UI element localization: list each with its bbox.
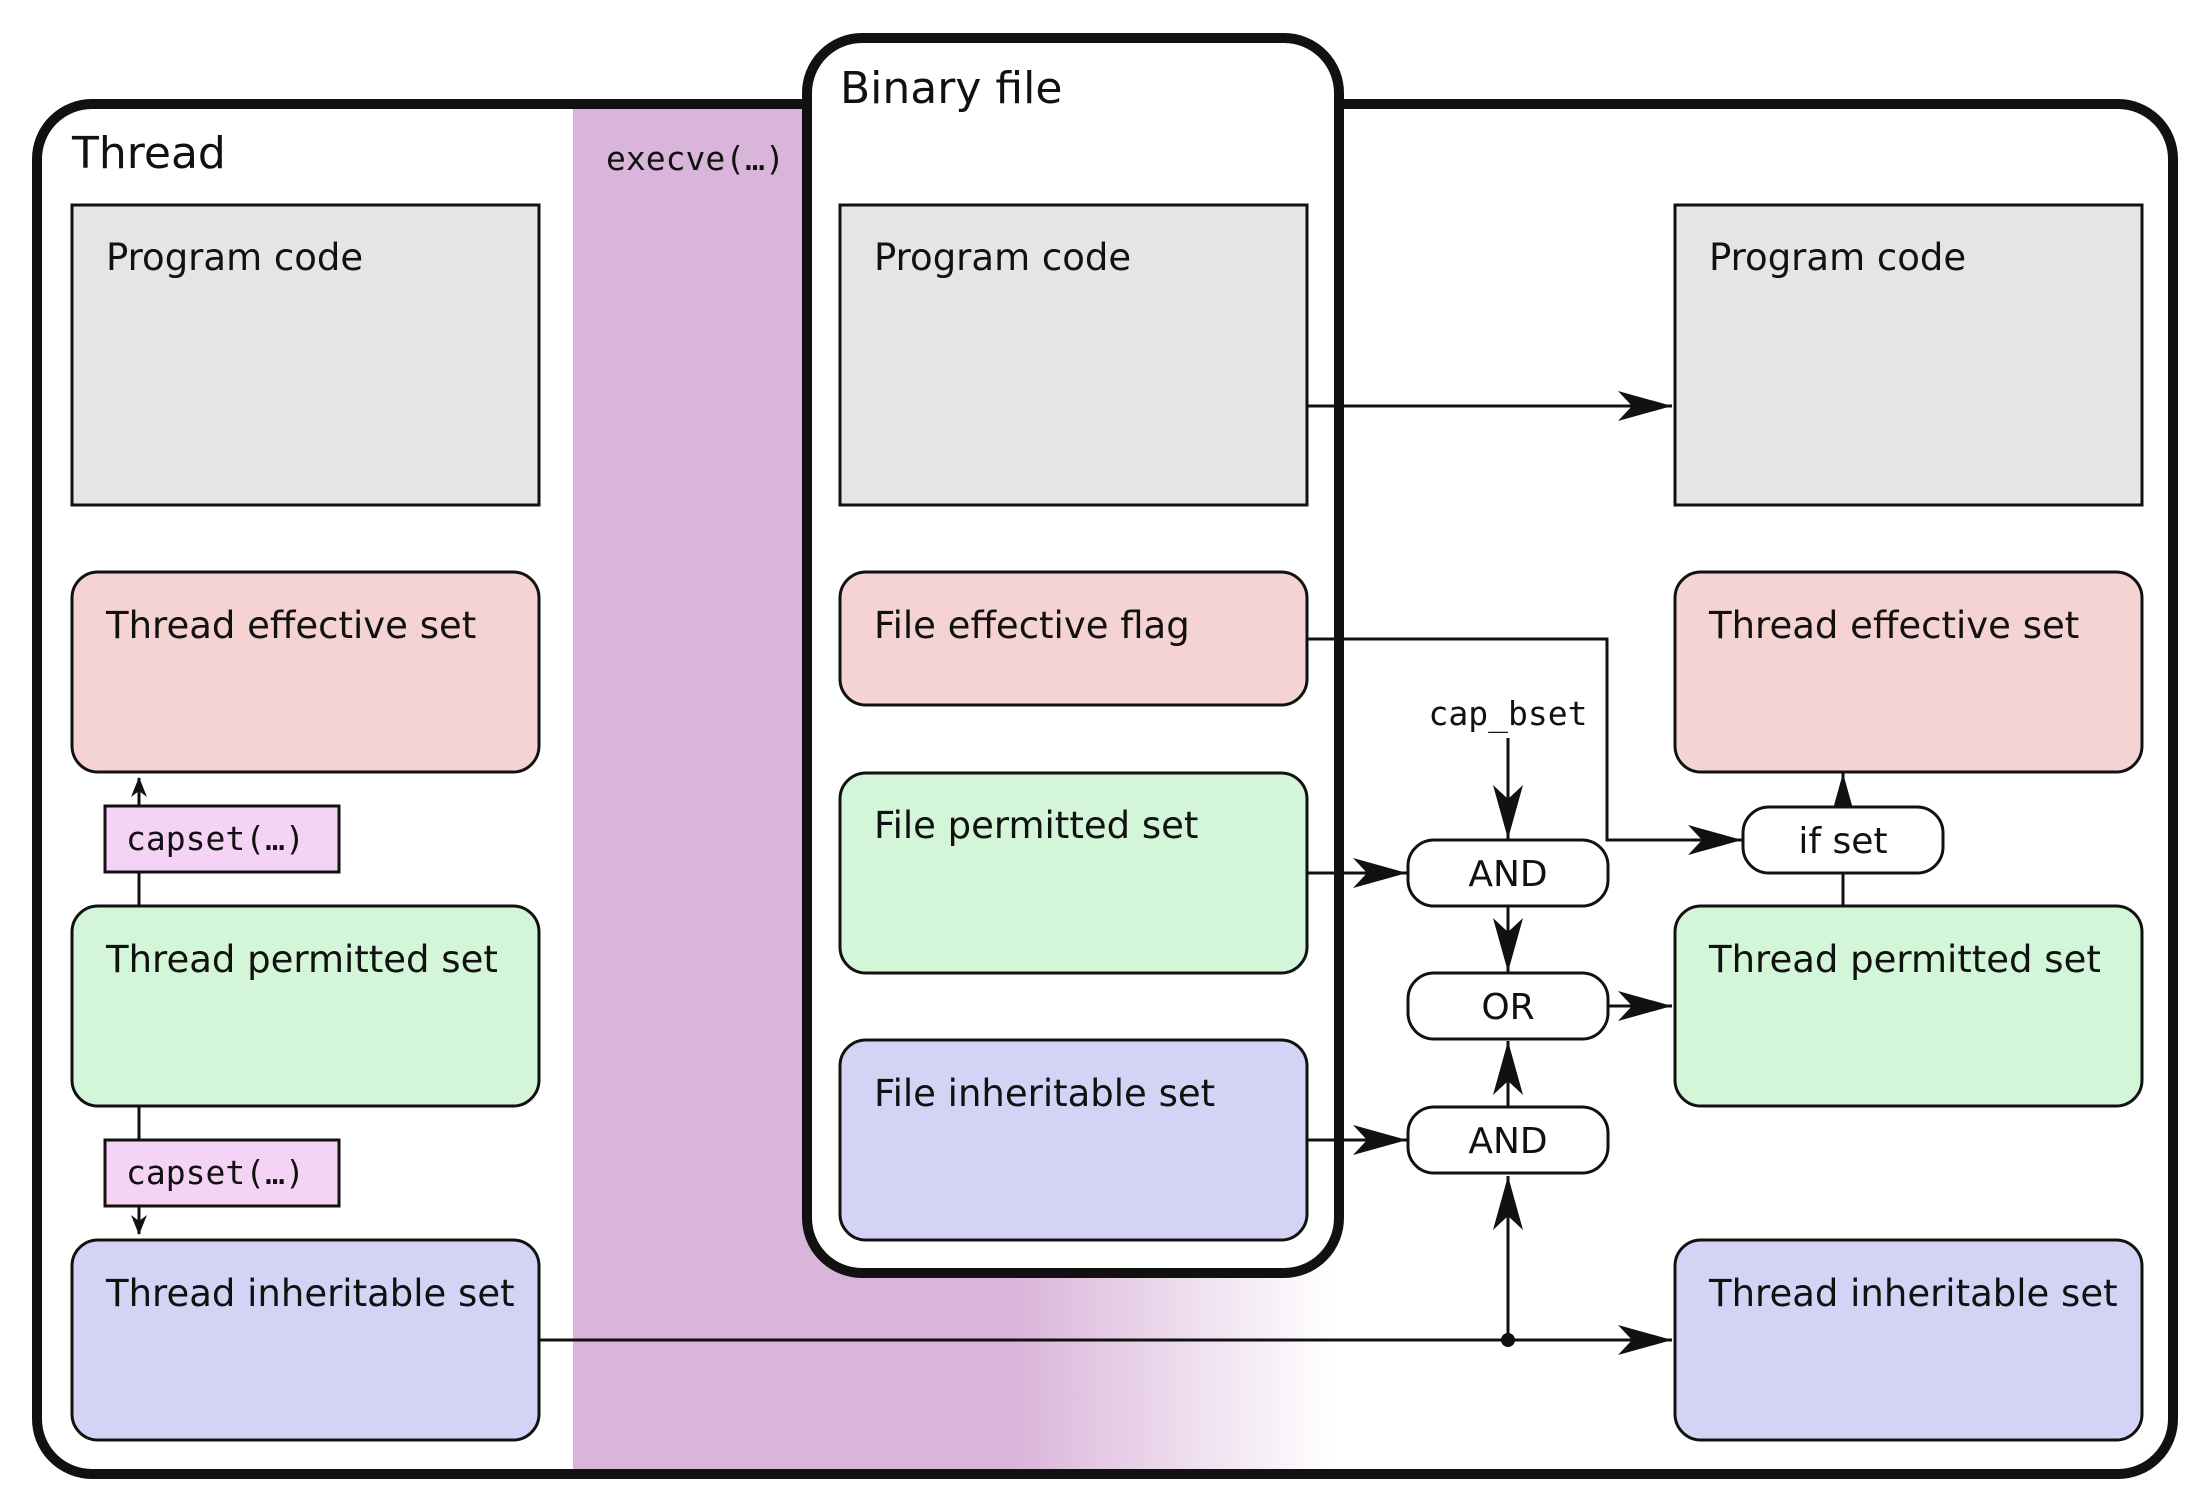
if-set-node: if set	[1741, 805, 1945, 875]
file-program-code-box: Program code	[838, 203, 1309, 507]
thread-program-code-box: Program code	[70, 203, 541, 507]
thread-effective-set-box: Thread effective set	[70, 570, 541, 774]
file-effective-flag-label: File effective flag	[874, 604, 1190, 647]
execve-label: execve(…)	[606, 139, 785, 178]
file-effective-flag-box: File effective flag	[838, 570, 1309, 707]
result-permitted-set-box: Thread permitted set	[1673, 904, 2144, 1108]
result-program-code-box: Program code	[1673, 203, 2144, 507]
cap-bset-label: cap_bset	[1429, 694, 1588, 734]
capset-upper-label: capset(…)	[126, 819, 305, 858]
and-upper-node: AND	[1406, 838, 1610, 908]
result-permitted-set-label: Thread permitted set	[1708, 938, 2101, 981]
thread-effective-set-label: Thread effective set	[105, 604, 476, 647]
file-inheritable-set-label: File inheritable set	[874, 1072, 1215, 1115]
or-node: OR	[1406, 971, 1610, 1041]
file-program-code-label: Program code	[874, 236, 1131, 279]
result-effective-set-box: Thread effective set	[1673, 570, 2144, 774]
result-program-code-label: Program code	[1709, 236, 1966, 279]
or-label: OR	[1481, 987, 1534, 1028]
and-lower-label: AND	[1468, 1121, 1547, 1162]
file-inheritable-set-box: File inheritable set	[838, 1038, 1309, 1242]
thread-inheritable-set-label: Thread inheritable set	[105, 1272, 515, 1315]
if-set-label: if set	[1798, 821, 1887, 862]
effective-flag-arrow	[1307, 637, 1742, 855]
binary-file-title: Binary file	[840, 63, 1062, 114]
file-permitted-set-box: File permitted set	[838, 771, 1309, 975]
result-inheritable-set-box: Thread inheritable set	[1673, 1238, 2144, 1442]
thread-title: Thread	[71, 128, 226, 179]
and-lower-node: AND	[1406, 1105, 1610, 1175]
thread-permitted-set-label: Thread permitted set	[105, 938, 498, 981]
thread-permitted-set-box: Thread permitted set	[70, 904, 541, 1108]
result-inheritable-set-label: Thread inheritable set	[1708, 1272, 2118, 1315]
junction-dot	[1501, 1333, 1515, 1347]
and-upper-label: AND	[1468, 854, 1547, 895]
thread-inheritable-set-box: Thread inheritable set	[70, 1238, 541, 1442]
capset-lower-label: capset(…)	[126, 1153, 305, 1192]
thread-program-code-label: Program code	[106, 236, 363, 279]
result-effective-set-label: Thread effective set	[1708, 604, 2079, 647]
capset-upper-box: capset(…)	[103, 804, 341, 874]
capset-lower-box: capset(…)	[103, 1138, 341, 1208]
file-permitted-set-label: File permitted set	[874, 804, 1198, 847]
